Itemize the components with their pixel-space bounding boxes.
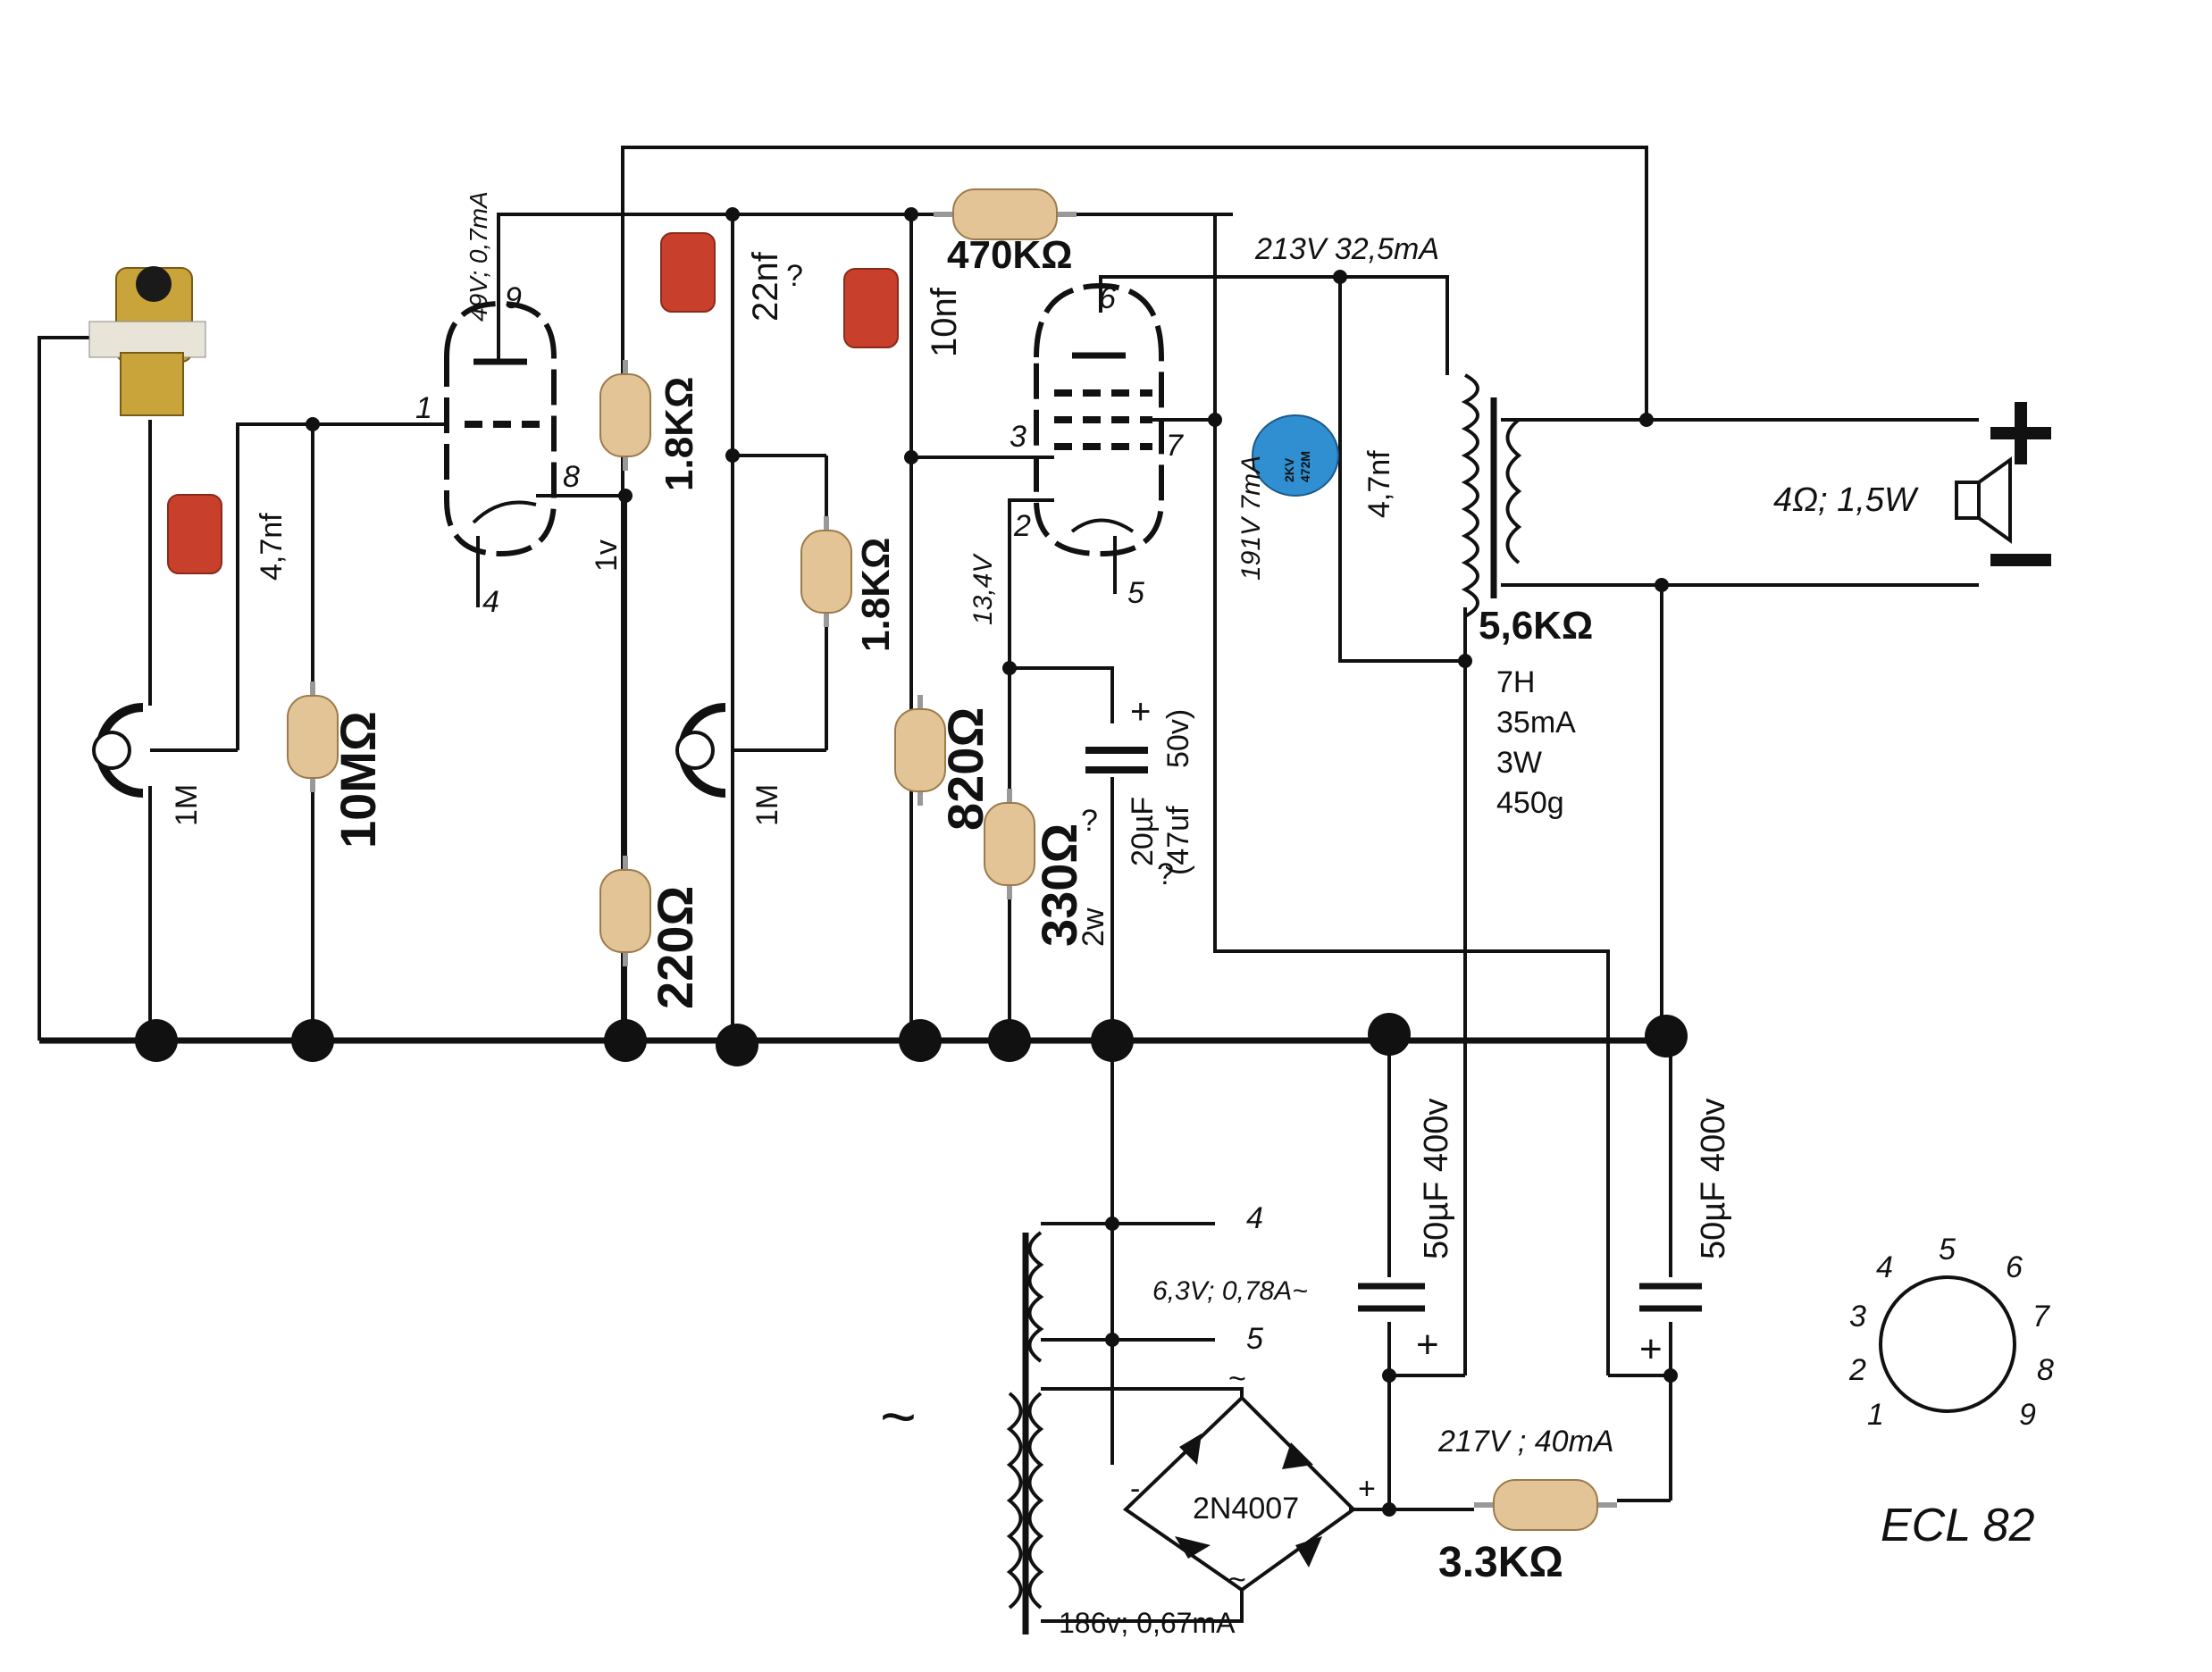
label-20uf-v: 50v) [1161, 709, 1195, 768]
label-10m: 10MΩ [330, 711, 386, 849]
pin-label: 5 [1127, 576, 1144, 610]
ac-symbol: ~ [880, 1382, 917, 1451]
base-pin-label: 5 [1939, 1233, 1956, 1267]
label-tx-3: 3W [1496, 746, 1542, 780]
label-20uf: 20µF [1126, 797, 1160, 866]
speaker-icon [1955, 402, 2051, 566]
label-plate-v: 213V 32,5mA [1254, 232, 1439, 266]
label-10nf: 10nf [925, 287, 964, 357]
label-1-8k-a: 1.8KΩ [658, 377, 701, 491]
label-20uf-alt: (47uf [1161, 806, 1195, 875]
label-22nf: 22nf [746, 251, 785, 322]
label-tx-1: 7H [1496, 665, 1535, 699]
base-pin-label: 7 [2032, 1300, 2050, 1333]
label-220: 220Ω [647, 886, 703, 1009]
base-pin-label: 9 [2019, 1398, 2036, 1432]
capacitor-4-7nf-input [167, 494, 222, 574]
base-pin-label: 1 [1867, 1398, 1884, 1432]
bridge-rectifier [1122, 1395, 1357, 1593]
label-supply: 217V ; 40mA [1437, 1425, 1614, 1459]
plus-20uf: + [1130, 692, 1151, 732]
electrolytic-50uf-a [1358, 1283, 1425, 1312]
heater-pin-label: 4 [1246, 1201, 1263, 1235]
base-pin-label: 6 [2006, 1250, 2023, 1284]
ceramic-cap-marking: 2KV [1282, 457, 1296, 482]
base-pin-label: 8 [2037, 1353, 2054, 1387]
label-pot-b: 1M [750, 784, 784, 826]
pin-label: 9 [505, 281, 522, 315]
bridge-ac-bottom: ~ [1228, 1563, 1246, 1597]
label-heater: 6,3V; 0,78A~ [1152, 1276, 1308, 1306]
resistor-470k [934, 189, 1077, 239]
label-470k: 470KΩ [947, 233, 1072, 277]
potentiometer-1m-a [92, 703, 144, 798]
input-return-wire [38, 336, 89, 1041]
pin-label: 8 [563, 460, 580, 494]
resistor-220 [600, 856, 650, 966]
base-pin-label: 3 [1849, 1300, 1866, 1333]
label-4-7nf-in: 4,7nf [255, 513, 289, 581]
triode-section [444, 300, 557, 607]
label-pentode-cathode: 13,4V [968, 553, 998, 625]
output-transformer [1461, 373, 1522, 618]
label-330-q: ? [1081, 804, 1098, 838]
label-tx-2: 35mA [1496, 706, 1576, 740]
label-cathode-v: 1v [590, 539, 624, 572]
label-50uf-a: 50µF 400v [1418, 1099, 1455, 1259]
pin-label: 7 [1166, 429, 1184, 463]
resistor-1-8k-b [801, 516, 851, 627]
electrolytic-50uf-b [1639, 1283, 1702, 1312]
rca-input-jack [88, 266, 206, 416]
bridge-minus: - [1130, 1472, 1140, 1506]
label-tube-name: ECL 82 [1881, 1500, 2035, 1551]
grid-wire [236, 422, 447, 750]
ceramic-cap-marking: 472M [1298, 451, 1312, 482]
ceramic-capacitor: 2KV 472M [1252, 414, 1339, 497]
label-pot-a: 1M [170, 784, 204, 826]
label-screen-v: 191V 7mA [1236, 456, 1266, 581]
label-4-7nf-out: 4,7nf [1362, 450, 1396, 518]
label-820: 820Ω [937, 707, 993, 831]
base-pin-label: 4 [1876, 1250, 1893, 1284]
pin-label: 3 [1010, 420, 1026, 454]
label-50uf-b: 50µF 400v [1695, 1099, 1732, 1259]
pin-label: 2 [1013, 509, 1031, 543]
electrolytic-20uf [1085, 747, 1148, 773]
label-speaker: 4Ω; 1,5W [1773, 481, 1919, 519]
base-pin-label: 2 [1848, 1353, 1866, 1387]
plus-50uf-a: + [1416, 1323, 1439, 1367]
label-330-w: 2w [1077, 907, 1110, 947]
capacitor-22nf [660, 232, 716, 313]
resistor-1-8k-a [600, 360, 650, 471]
bridge-ac-top: ~ [1228, 1362, 1246, 1396]
pin-label: 4 [482, 585, 499, 619]
tube-base-diagram [1879, 1275, 2016, 1413]
label-triode-anode: 49V; 0,7mA [465, 191, 492, 322]
pentode-section [1034, 282, 1164, 594]
label-330: 330Ω [1031, 823, 1087, 947]
pin-label: 1 [415, 391, 432, 425]
labels: 470KΩ 1.8KΩ 1.8KΩ 10MΩ 220Ω 820Ω 330Ω ? … [170, 191, 2054, 1639]
label-tx-4: 450g [1496, 786, 1564, 820]
wiring [38, 146, 1979, 1623]
label-3-3k: 3.3KΩ [1438, 1539, 1563, 1586]
potentiometer-1m-b [675, 703, 726, 798]
label-20uf-q: ? [1157, 857, 1174, 891]
label-secondary: 186v; 0,67mA [1059, 1607, 1236, 1639]
plus-50uf-b: + [1639, 1327, 1663, 1371]
resistor-3-3k [1474, 1480, 1617, 1530]
label-1-8k-b: 1.8KΩ [854, 538, 898, 652]
pin-label: 6 [1099, 281, 1116, 315]
label-bridge: 2N4007 [1193, 1492, 1299, 1526]
label-5-6k: 5,6KΩ [1479, 604, 1593, 648]
capacitor-10nf [843, 268, 899, 348]
heater-pin-label: 5 [1246, 1322, 1263, 1356]
feedback-wire [621, 146, 1648, 1041]
junction-nodes [135, 207, 1688, 1517]
bridge-plus: + [1358, 1472, 1376, 1506]
label-22nf-q: ? [786, 259, 803, 293]
power-transformer [1006, 1231, 1044, 1634]
